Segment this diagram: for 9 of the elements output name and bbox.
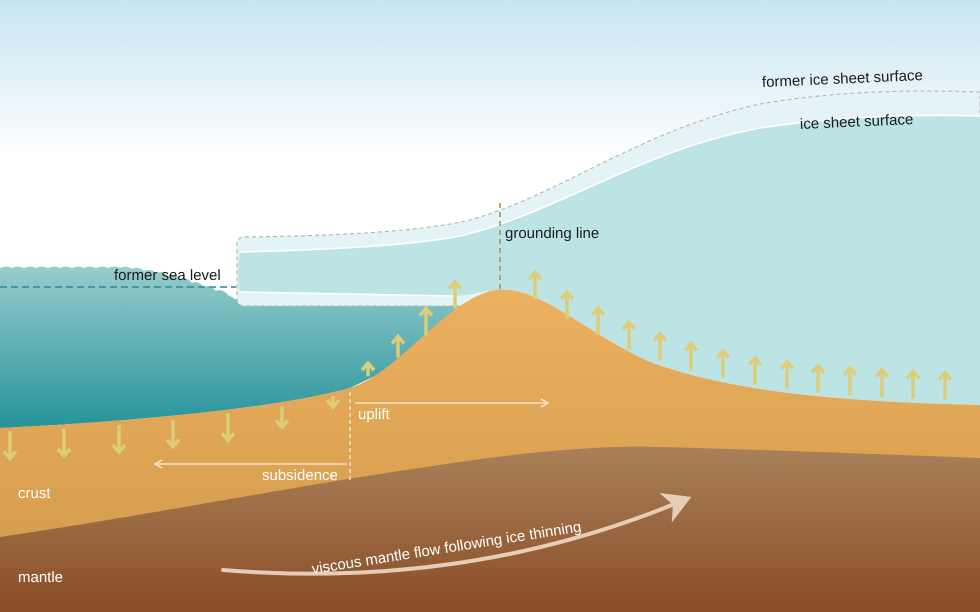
- grounding-line-label: grounding line: [505, 226, 600, 242]
- surface-label: ice sheet surface: [800, 112, 914, 134]
- mantle-flow-label: viscous mantle flow following ice thinning: [310, 519, 583, 578]
- sea-level-label: former sea level: [114, 268, 221, 284]
- uplift-label: uplift: [358, 407, 390, 424]
- subsidence-label: subsidence: [262, 468, 338, 484]
- surface-label: former ice sheet surface: [762, 68, 924, 92]
- layer-label: mantle: [18, 570, 64, 586]
- layer-label: crust: [18, 486, 51, 502]
